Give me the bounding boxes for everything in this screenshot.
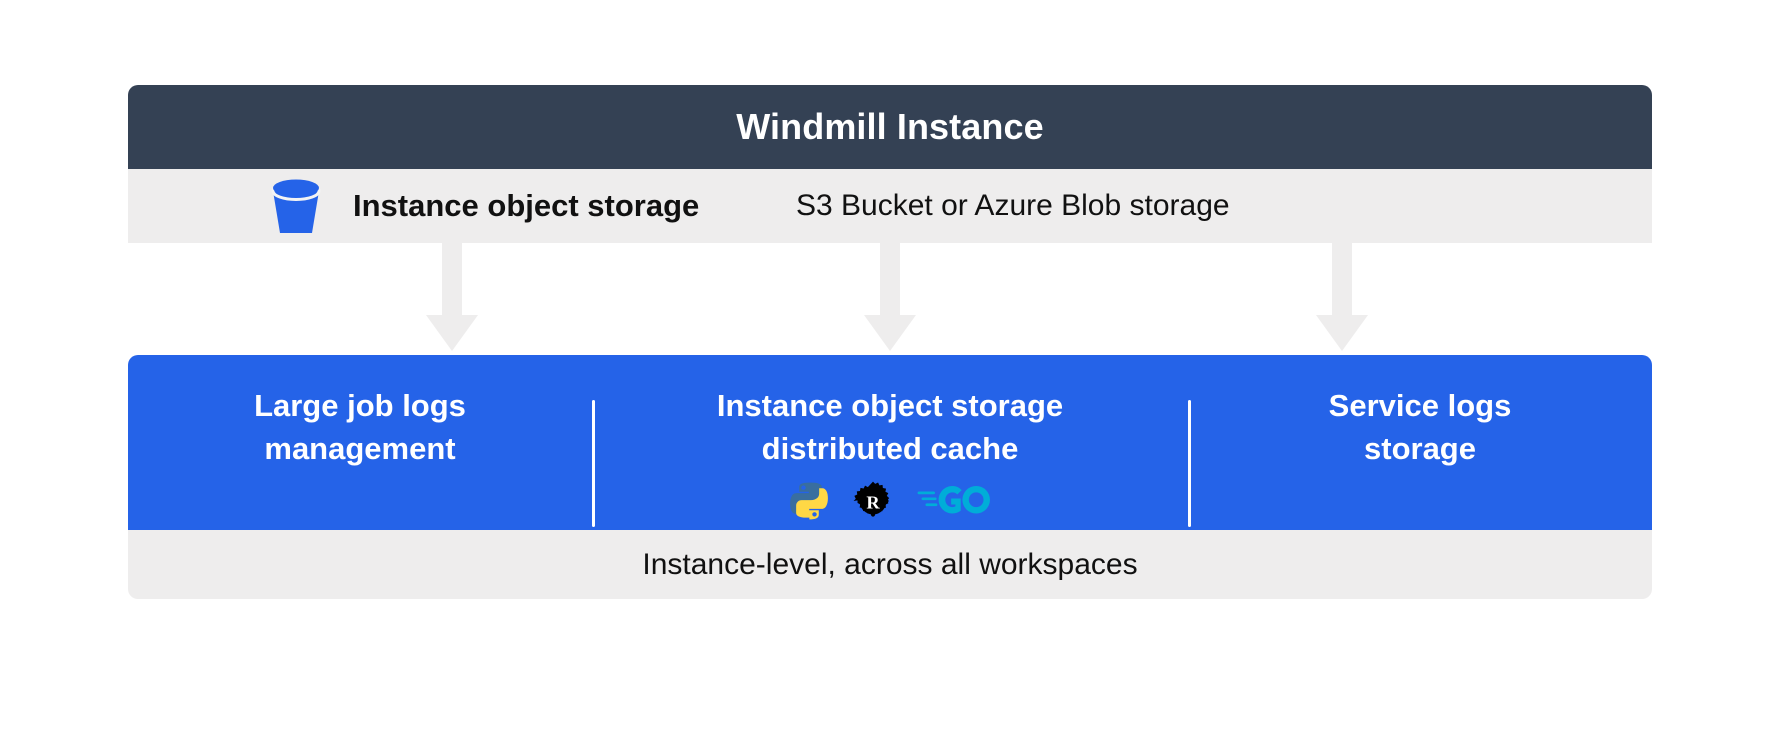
arrow-to-service-logs [1314,243,1370,355]
instance-scope-footer: Instance-level, across all workspaces [128,530,1652,599]
column-divider-left [592,400,595,527]
language-icons: R [788,479,992,523]
feature-instance-object-storage-distributed-cache: Instance object storage distributed cach… [592,355,1188,523]
feature-title: Instance object storage distributed cach… [716,388,1064,466]
instance-header: Windmill Instance [128,85,1652,169]
windmill-instance-card: Windmill Instance Instance object storag… [128,85,1652,655]
s3-bucket-icon [268,177,324,235]
feature-large-job-logs-management: Large job logs management [128,355,592,471]
rust-icon: R [852,480,894,522]
arrow-to-large-job-logs [424,243,480,355]
connector-region [128,243,1652,355]
page-title: Windmill Instance [736,106,1044,147]
arrow-to-distributed-cache [862,243,918,355]
storage-band-detail: S3 Bucket or Azure Blob storage [796,189,1230,222]
feature-title: Service logs storage [1328,388,1512,466]
svg-text:R: R [866,492,880,512]
go-icon [916,484,992,518]
feature-title: Large job logs management [254,388,466,466]
python-icon [788,480,830,522]
feature-service-logs-storage: Service logs storage [1188,355,1652,471]
column-divider-right [1188,400,1191,527]
footer-label: Instance-level, across all workspaces [642,547,1138,581]
instance-object-storage-band: Instance object storage S3 Bucket or Azu… [128,169,1652,243]
storage-band-label: Instance object storage [353,188,700,223]
instance-features-panel: Large job logs management Instance objec… [128,355,1652,530]
